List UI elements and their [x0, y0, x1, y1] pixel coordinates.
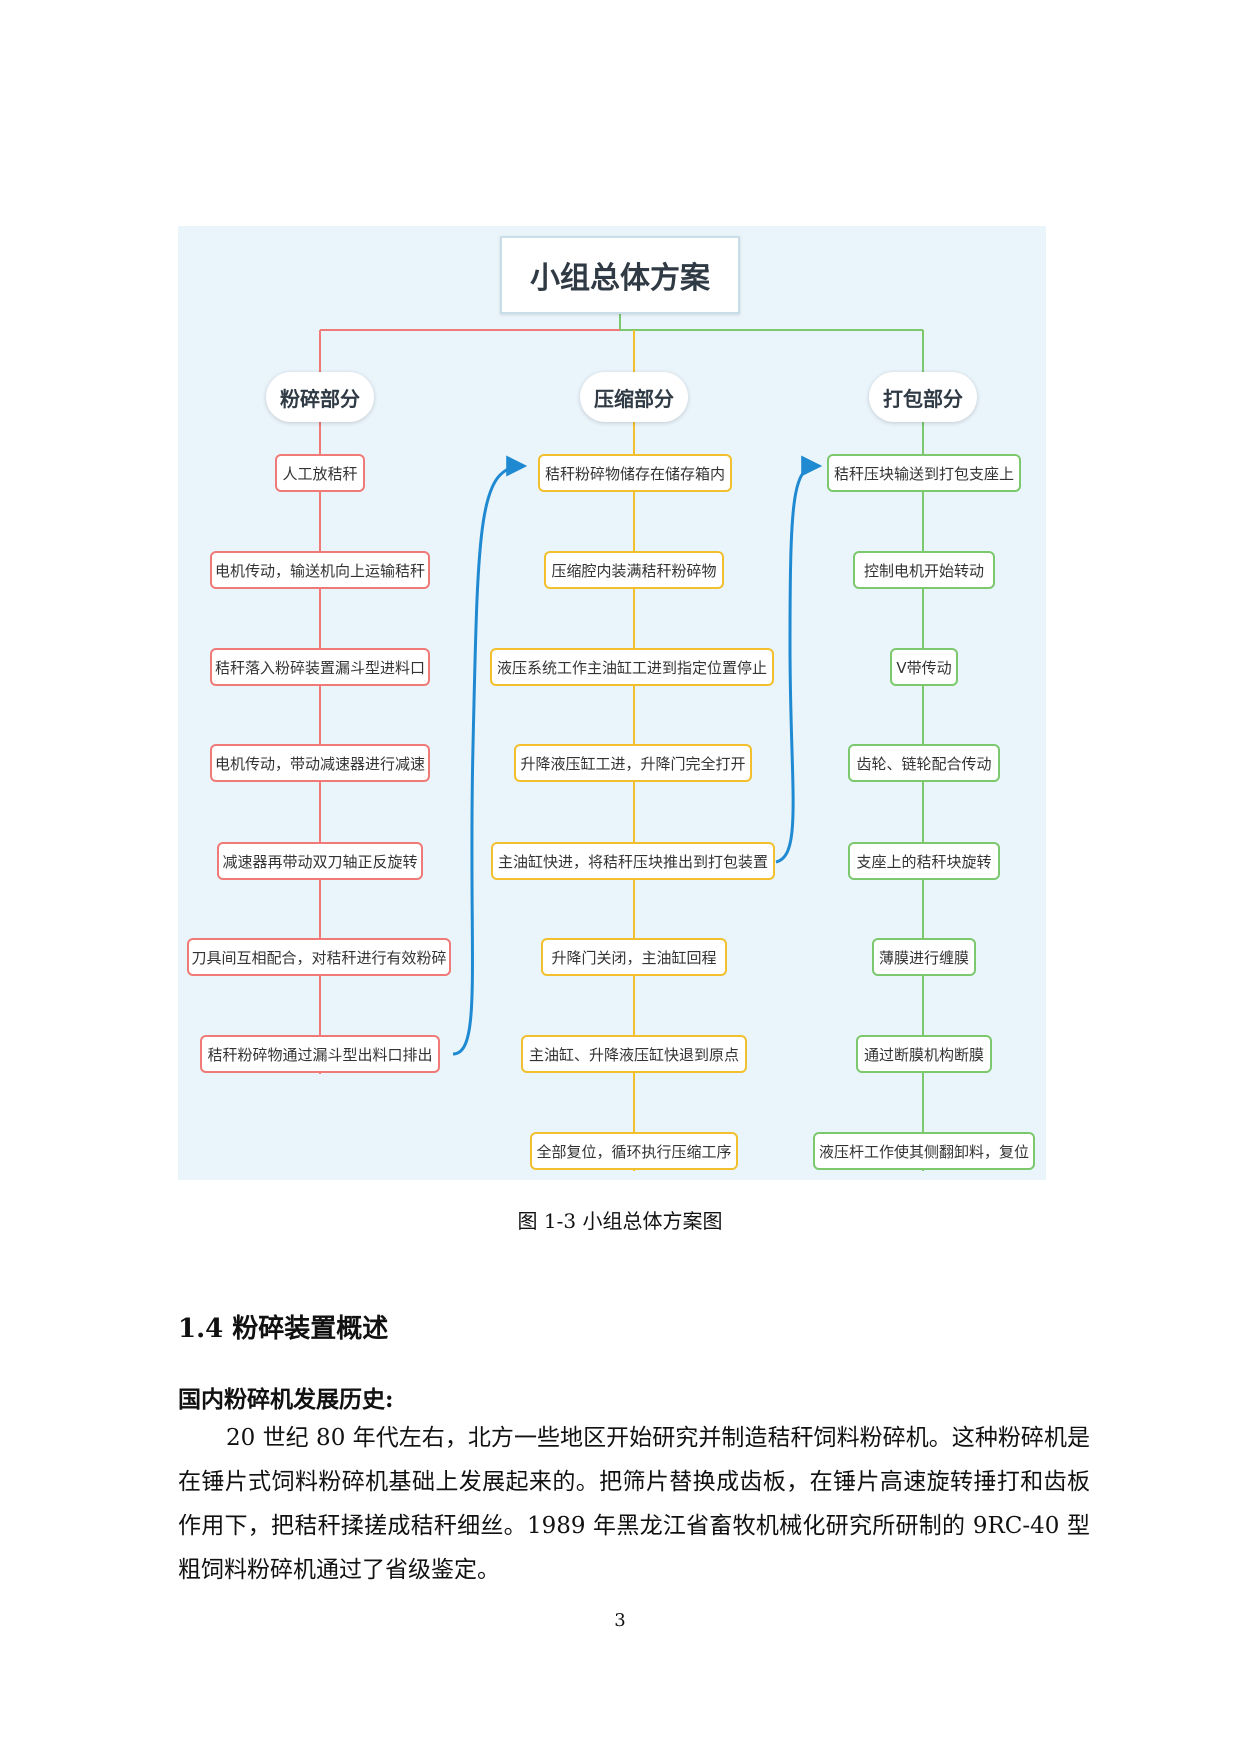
pack-step-5: 支座上的秸秆块旋转: [848, 842, 1000, 880]
crush-step-5: 减速器再带动双刀轴正反旋转: [217, 842, 423, 880]
compress-step-4: 升降液压缸工进，升降门完全打开: [514, 744, 752, 782]
compress-step-3: 液压系统工作主油缸工进到指定位置停止: [490, 648, 774, 686]
compress-step-7: 主油缸、升降液压缸快退到原点: [521, 1035, 747, 1073]
figure-caption: 图 1-3 小组总体方案图: [517, 1209, 723, 1233]
crush-step-4: 电机传动，带动减速器进行减速: [210, 744, 430, 782]
flowchart-figure: 小组总体方案 粉碎部分 压缩部分 打包部分 人工放秸秆 电机传动，输送机向上运输…: [178, 226, 1046, 1180]
body-paragraph: 20 世纪 80 年代左右，北方一些地区开始研究并制造秸秆饲料粉碎机。这种粉碎机…: [178, 1425, 1090, 1583]
pack-step-8: 液压杆工作使其侧翻卸料，复位: [813, 1132, 1035, 1170]
pack-step-1: 秸秆压块输送到打包支座上: [827, 454, 1021, 492]
compress-step-8: 全部复位，循环执行压缩工序: [530, 1132, 738, 1170]
pack-step-6: 薄膜进行缠膜: [872, 938, 976, 976]
root-node: 小组总体方案: [500, 236, 740, 314]
subsection-heading: 国内粉碎机发展历史:: [178, 1386, 394, 1413]
compress-step-6: 升降门关闭，主油缸回程: [541, 938, 727, 976]
crush-step-7: 秸秆粉碎物通过漏斗型出料口排出: [200, 1035, 440, 1073]
compress-step-1: 秸秆粉碎物储存在储存箱内: [538, 454, 732, 492]
compress-step-5: 主油缸快进，将秸秆压块推出到打包装置: [491, 842, 775, 880]
pack-step-3: V带传动: [890, 648, 958, 686]
crush-step-3: 秸秆落入粉碎装置漏斗型进料口: [210, 648, 430, 686]
section-heading: 1.4 粉碎装置概述: [178, 1314, 389, 1344]
crush-step-6: 刀具间互相配合，对秸秆进行有效粉碎: [187, 938, 451, 976]
page-number: 3: [614, 1610, 626, 1631]
category-crushing: 粉碎部分: [266, 372, 374, 422]
pack-step-4: 齿轮、链轮配合传动: [848, 744, 1000, 782]
crush-step-2: 电机传动，输送机向上运输秸秆: [210, 551, 430, 589]
category-packing: 打包部分: [869, 372, 977, 422]
pack-step-2: 控制电机开始转动: [853, 551, 995, 589]
pack-step-7: 通过断膜机构断膜: [856, 1035, 992, 1073]
crush-step-1: 人工放秸秆: [275, 454, 365, 492]
compress-step-2: 压缩腔内装满秸秆粉碎物: [544, 551, 724, 589]
category-compression: 压缩部分: [580, 372, 688, 422]
